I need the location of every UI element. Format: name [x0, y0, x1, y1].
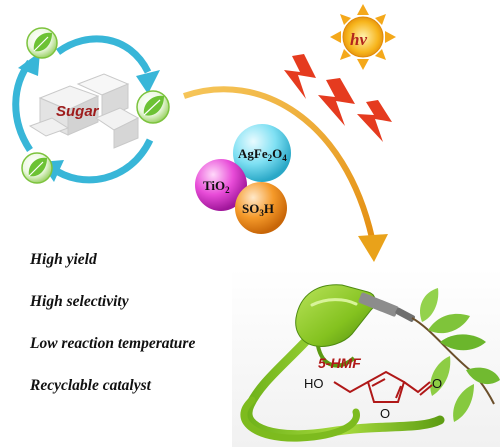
cycle-arrow-bottom: [49, 138, 154, 184]
property-high-selectivity: High selectivity: [30, 293, 129, 310]
hmf-aldehyde-o-label: O: [432, 376, 442, 391]
property-recyclable-catalyst: Recyclable catalyst: [30, 377, 151, 394]
fuel-spout: [358, 292, 399, 317]
cycle-arrow-left: [12, 59, 33, 152]
leaf-icon-right: [136, 90, 170, 124]
leaf-icon-bottom: [21, 152, 53, 184]
cycle-arrowhead-top: [136, 70, 160, 94]
light-label: hv: [350, 30, 367, 49]
catalyst-tio2-label: TiO2: [203, 178, 230, 195]
property-high-yield: High yield: [30, 251, 97, 268]
sugar-cubes-icon: [28, 73, 140, 149]
curved-arrow: [183, 86, 375, 239]
fuel-pump-scene: [232, 268, 500, 447]
catalyst-spheres: AgFe2O4 TiO2 SO3H: [195, 124, 291, 234]
sphere-tio2: [195, 159, 247, 211]
cycle-arrow-top: [55, 35, 152, 74]
catalyst-so3h-label: SO3H: [242, 201, 274, 218]
sphere-so3h: [235, 182, 287, 234]
sphere-agfe2o4: [233, 124, 291, 182]
sugar-label: Sugar: [56, 103, 100, 120]
lightning-icon: [284, 54, 316, 99]
cycle-arrowhead-left: [18, 52, 40, 76]
hmf-label: 5-HMF: [318, 355, 361, 371]
fuel-hose: [243, 323, 445, 440]
leaves-icon: [411, 288, 500, 422]
fuel-nozzle-icon: [295, 284, 376, 347]
leaf-icon-top: [26, 27, 58, 59]
lightning-bolts: [284, 54, 392, 142]
lightning-icon: [357, 100, 392, 142]
hmf-ring-o-label: O: [380, 406, 390, 421]
curved-arrowhead: [358, 234, 388, 262]
catalyst-agfe2o4-label: AgFe2O4: [238, 146, 287, 163]
furan-ring: [366, 370, 406, 403]
hmf-ho-label: HO: [304, 376, 324, 391]
property-low-temperature: Low reaction temperature: [30, 335, 196, 352]
sugar-cycle: Sugar: [12, 27, 170, 184]
hmf-structure: 5-HMF HO O O: [304, 355, 442, 421]
sun-icon: [330, 4, 396, 70]
lightning-icon: [318, 78, 355, 126]
